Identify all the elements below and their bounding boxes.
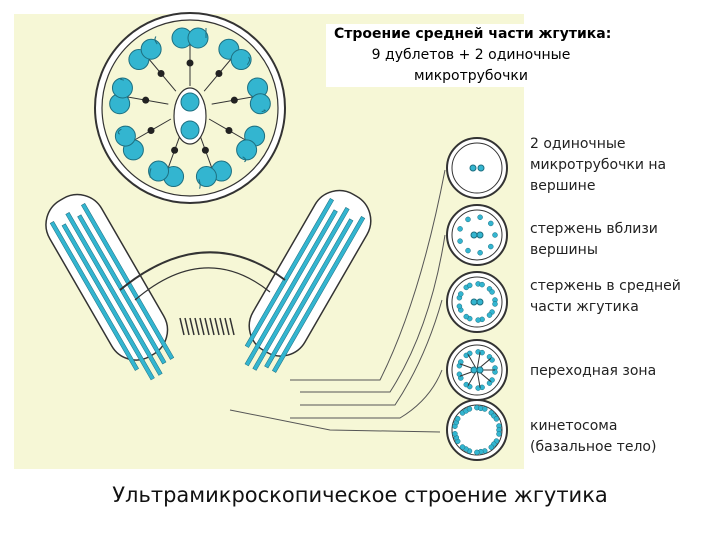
cross-section-9plus2 <box>94 12 286 204</box>
doublet-2 <box>203 38 252 92</box>
doublet-5 <box>195 128 232 189</box>
label-middle: стержень в средней части жгутика <box>530 276 710 318</box>
header-line2: 9 дублетов + 2 одиночные <box>371 47 571 63</box>
doublet-4 <box>208 118 266 163</box>
label-tip-line2: микротрубочки на <box>530 157 667 173</box>
label-tip-line3: вершине <box>530 178 596 194</box>
section-4 <box>446 339 508 401</box>
cell-membrane-arc <box>134 267 271 301</box>
right-flagellum <box>244 189 372 373</box>
label-kinetosome-line1: кинетосома <box>530 418 618 434</box>
doublet-6 <box>148 128 185 188</box>
section-1 <box>446 137 508 199</box>
label-near-tip: стержень вблизи вершины <box>530 219 710 261</box>
central-tubule-upper <box>180 92 200 112</box>
cell-surface-arc <box>119 251 286 291</box>
leader-lines <box>229 169 446 433</box>
label-kinetosome-line2: (базальное тело) <box>530 439 657 455</box>
caption: Ультрамикроскопическое строение жгутика <box>112 483 608 507</box>
header-title: Строение средней части жгутика: <box>334 26 612 42</box>
label-middle-line2: части жгутика <box>530 299 639 315</box>
label-near-tip-line2: вершины <box>530 242 598 258</box>
basal-body-fan <box>179 317 235 336</box>
label-transition: переходная зона <box>530 361 710 382</box>
left-flagellum <box>45 193 175 381</box>
label-tip-line1: 2 одиночные <box>530 136 626 152</box>
central-tubule-lower <box>180 120 200 140</box>
label-transition-line1: переходная зона <box>530 363 657 379</box>
doublet-8 <box>109 77 169 115</box>
doublet-9 <box>128 36 177 92</box>
doublet-1 <box>171 27 209 86</box>
doublet-7 <box>114 118 172 161</box>
label-kinetosome: кинетосома (базальное тело) <box>530 416 710 458</box>
section-2 <box>446 204 508 266</box>
header-line3: микротрубочки <box>414 68 528 84</box>
label-middle-line1: стержень в средней <box>530 278 681 294</box>
label-tip: 2 одиночные микротрубочки на вершине <box>530 134 710 197</box>
section-5 <box>446 399 508 461</box>
section-3 <box>446 271 508 333</box>
doublet-3 <box>211 77 271 115</box>
label-near-tip-line1: стержень вблизи <box>530 221 658 237</box>
header-block: Строение средней части жгутика: 9 дублет… <box>326 24 616 87</box>
